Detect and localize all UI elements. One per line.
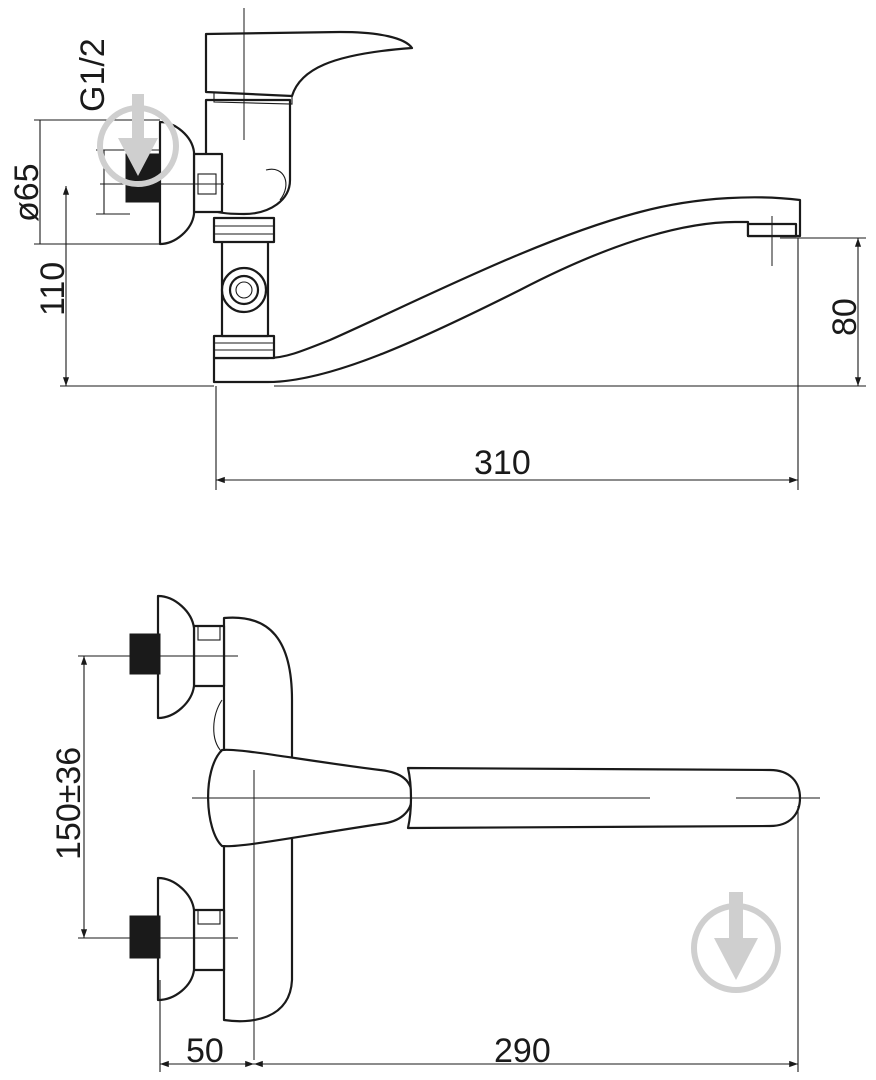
top-view-dimensions: 150±36 50 290	[50, 655, 799, 1072]
inlet-spacing-label: 150±36	[50, 747, 88, 860]
wall-flange-side	[158, 120, 196, 246]
watermark-logo-icon	[691, 892, 781, 993]
flange-diameter-label: ø65	[8, 163, 46, 222]
spout-reach-label: 290	[494, 1032, 551, 1070]
inlet-height-label: 110	[34, 262, 72, 316]
spout-length-label: 310	[474, 444, 531, 482]
wall-offset-label: 50	[186, 1032, 224, 1070]
spout-height-label: 80	[826, 298, 864, 336]
spout-body	[212, 196, 802, 384]
side-view-dimensions: G1/2 ø65 110 80 310	[8, 38, 866, 490]
upper-flange	[156, 594, 196, 720]
lower-nut	[212, 334, 276, 360]
lower-thread	[129, 915, 161, 959]
upper-nut	[212, 216, 276, 244]
thread-label: G1/2	[74, 38, 112, 112]
lever-handle	[204, 30, 414, 98]
lower-flange	[156, 876, 196, 1002]
upper-thread	[129, 633, 161, 675]
watermark-logo-icon	[97, 94, 179, 187]
top-view	[108, 594, 820, 1060]
side-view	[100, 8, 802, 384]
